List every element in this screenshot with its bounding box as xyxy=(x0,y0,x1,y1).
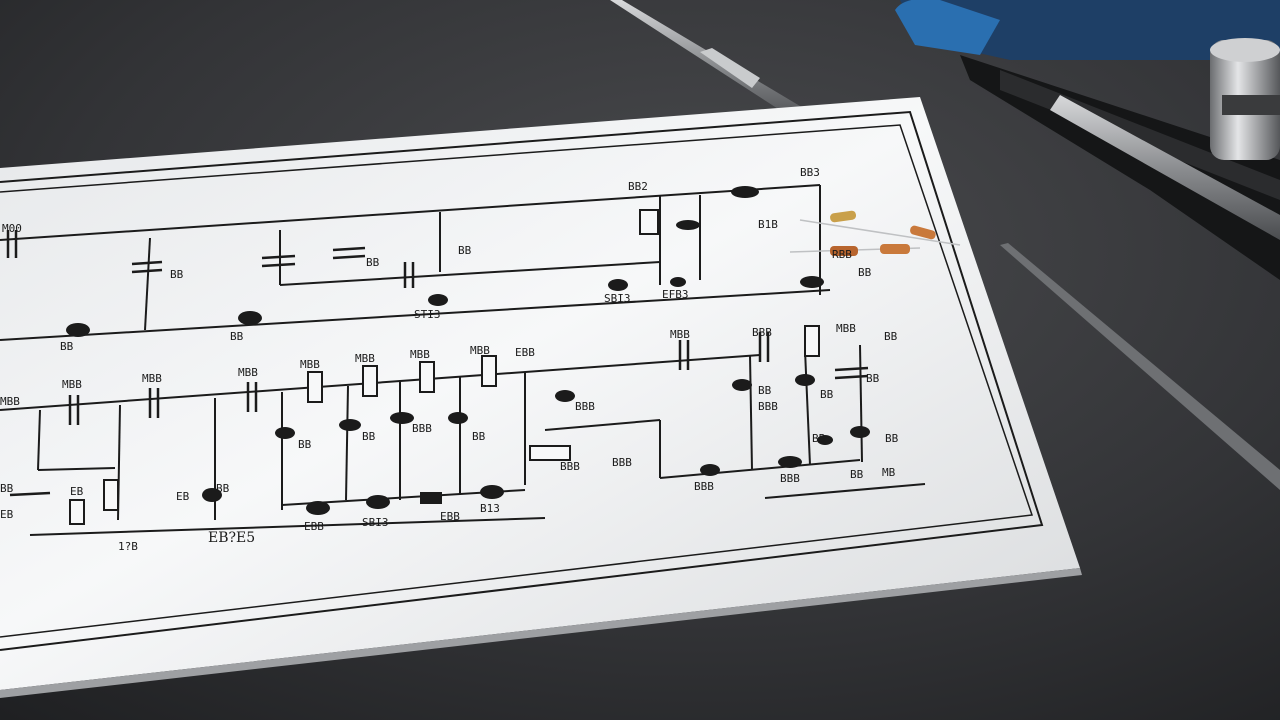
label-mid-c: BBB xyxy=(412,422,432,435)
label-bottom-9: BBB xyxy=(694,480,714,493)
label-top-r1: B1B xyxy=(758,218,778,231)
loose-resistors xyxy=(789,210,961,256)
transistor-symbols xyxy=(66,186,870,515)
label-c1: BB xyxy=(170,268,184,281)
label-row-a-2: MBB xyxy=(142,372,162,385)
label-mid-d: BB xyxy=(472,430,486,443)
label-bottom-5: EBB xyxy=(440,510,460,523)
label-bottom-8: BB xyxy=(216,482,230,495)
label-q2: BB xyxy=(230,330,244,343)
label-top-left: M00 xyxy=(2,222,22,235)
label-mid-f: BBB xyxy=(612,456,632,469)
label-right-2: BBB xyxy=(758,400,778,413)
label-bottom-3: EBB xyxy=(304,520,324,533)
label-c2: BB xyxy=(366,256,380,269)
label-q1: BB xyxy=(60,340,74,353)
label-r-right: RBB xyxy=(832,248,852,261)
resistor-symbols xyxy=(69,209,820,525)
label-q4: SBI3 xyxy=(604,292,631,305)
label-left-2: EB xyxy=(70,485,84,498)
label-top-right: BB3 xyxy=(800,166,820,179)
label-bottom-7: EB xyxy=(176,490,190,503)
label-bottom-2: EB?E5 xyxy=(208,530,255,546)
label-bottom-1: 1?B xyxy=(118,540,138,553)
label-mid-e: BBB xyxy=(575,400,595,413)
label-mid-b: BB xyxy=(362,430,376,443)
label-right-5: BB xyxy=(812,432,826,445)
label-q5: EFB3 xyxy=(662,288,689,301)
label-row-a-10: MBB xyxy=(836,322,856,335)
label-left-3: BB xyxy=(0,482,14,495)
label-row-a-7: MBB xyxy=(410,348,430,361)
label-mid-g: BBB xyxy=(560,460,580,473)
label-right-4: BB xyxy=(866,372,880,385)
label-right-1: BB xyxy=(758,384,772,397)
label-mid-h: BBB xyxy=(752,326,772,339)
label-row-a-3: MBB xyxy=(238,366,258,379)
label-right-7: MB xyxy=(882,466,896,479)
label-right-3: BB xyxy=(820,388,834,401)
schematic-wiring xyxy=(0,184,926,536)
label-right-8: BB xyxy=(884,330,898,343)
label-bottom-4: SBI3 xyxy=(362,516,389,529)
label-top-mid: BB2 xyxy=(628,180,648,193)
equipment-top-right xyxy=(895,0,1280,280)
label-mid-a: BB xyxy=(298,438,312,451)
label-c3: BB xyxy=(458,244,472,257)
schematic-frame-outer xyxy=(0,110,1044,651)
tweezer-tool xyxy=(1000,243,1280,490)
label-row-a-8: MBB xyxy=(470,344,490,357)
label-row-a-1: MBB xyxy=(62,378,82,391)
capacitor-symbols xyxy=(6,230,869,497)
label-q3: STI3 xyxy=(414,308,441,321)
label-row-a-6: EBB xyxy=(515,346,535,359)
label-bottom-6: B13 xyxy=(480,502,500,515)
label-r-right-2: BB xyxy=(858,266,872,279)
label-row-a-5: MBB xyxy=(355,352,375,365)
schematic-labels: M00 BB2 BB3 B1B BB BB BB BB BB STI3 SBI3… xyxy=(0,166,899,553)
label-bottom-10: BBB xyxy=(780,472,800,485)
label-row-a-0: MBB xyxy=(0,395,20,408)
label-row-a-9: MBB xyxy=(670,328,690,341)
label-left-1: EB xyxy=(0,508,14,521)
label-right-6: BB xyxy=(885,432,899,445)
label-row-a-4: MBB xyxy=(300,358,320,371)
schematic-frame-inner xyxy=(0,124,1034,638)
label-bottom-11: BB xyxy=(850,468,864,481)
